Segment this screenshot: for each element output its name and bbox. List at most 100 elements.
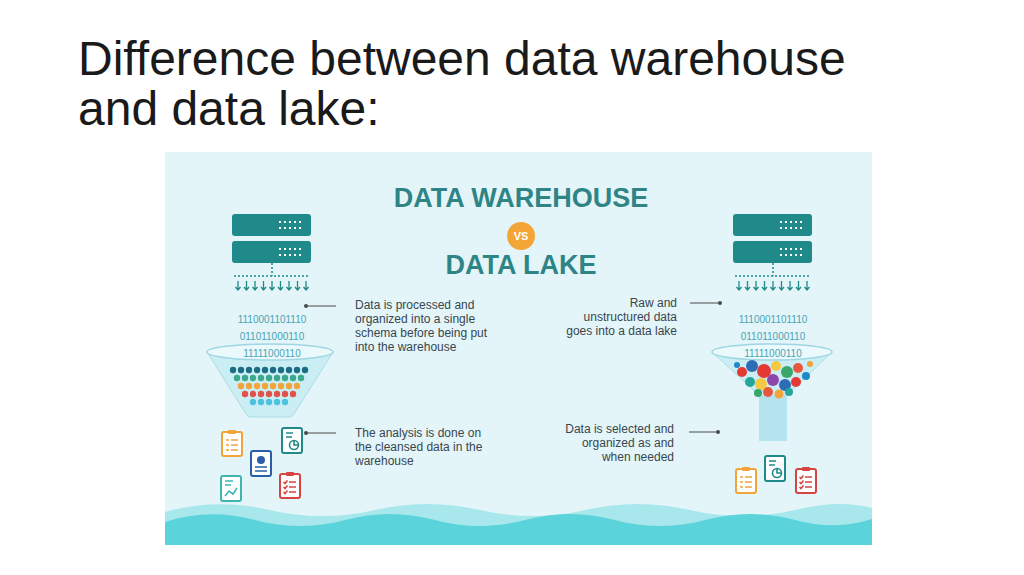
callout-text: The analysis is done on the cleansed dat… xyxy=(355,426,493,468)
warehouse-funnel xyxy=(246,383,252,389)
binary-text: 1110001101110 xyxy=(212,314,332,326)
server-icon xyxy=(780,248,805,250)
server-icon xyxy=(236,281,309,290)
warehouse-funnel xyxy=(286,383,292,389)
warehouse-funnel xyxy=(242,391,248,397)
document-icon xyxy=(282,428,302,453)
warehouse-funnel xyxy=(282,391,288,397)
document-icon xyxy=(255,467,267,471)
infographic-background xyxy=(165,152,872,545)
lake-funnel xyxy=(746,360,758,372)
document-icon xyxy=(226,440,238,450)
binary-text: 011011000110 xyxy=(713,331,833,343)
warehouse-funnel xyxy=(250,399,288,405)
warehouse-funnel xyxy=(282,375,288,381)
document-icon xyxy=(290,441,299,450)
document-icon xyxy=(221,476,241,501)
server-icon xyxy=(772,263,774,276)
wave xyxy=(165,504,872,545)
lake-funnel xyxy=(737,367,747,377)
lake-funnel xyxy=(767,374,779,386)
warehouse-funnel xyxy=(294,383,300,389)
document-icon xyxy=(280,472,300,498)
lake-funnel xyxy=(712,344,832,360)
document-icon xyxy=(777,469,782,474)
warehouse-funnel xyxy=(274,375,280,381)
document-icon xyxy=(286,472,294,476)
infographic-heading: DATA LAKE xyxy=(321,250,721,280)
document-icon xyxy=(800,476,813,489)
document-icon xyxy=(740,477,752,487)
document-icon xyxy=(765,456,785,481)
lake-funnel xyxy=(793,363,803,373)
server-icon xyxy=(737,281,810,290)
document-icon xyxy=(282,428,302,453)
document-icon xyxy=(796,469,816,493)
warehouse-funnel xyxy=(270,383,276,389)
document-icon xyxy=(257,456,265,464)
callout-text: Data is processed and organized into a s… xyxy=(355,298,493,354)
callout-text: Data is selected and organized as and wh… xyxy=(560,422,674,464)
document-icon xyxy=(221,476,241,501)
lake-funnel xyxy=(781,366,793,378)
server-icon xyxy=(735,275,811,277)
warehouse-funnel xyxy=(242,391,296,397)
callout-text: Raw and unstructured data goes into a da… xyxy=(563,296,677,338)
warehouse-funnel xyxy=(230,367,308,373)
warehouse-funnel xyxy=(266,391,272,397)
document-icon xyxy=(736,467,756,493)
document-icon xyxy=(294,441,299,446)
lake-funnel xyxy=(763,387,773,397)
warehouse-funnel xyxy=(278,383,284,389)
server-icon xyxy=(232,214,311,236)
warehouse-funnel xyxy=(238,383,244,389)
server-icon xyxy=(780,254,805,256)
warehouse-funnel xyxy=(266,399,272,405)
lake-funnel xyxy=(785,388,793,396)
warehouse-funnel xyxy=(207,344,333,360)
server-icon xyxy=(780,227,805,229)
lake-funnel xyxy=(734,362,740,368)
document-icon xyxy=(280,474,300,498)
warehouse-funnel xyxy=(286,367,292,373)
wave xyxy=(165,514,872,545)
wave xyxy=(165,504,872,545)
document-icon xyxy=(251,451,271,476)
warehouse-funnel xyxy=(234,375,240,381)
binary-text: 11111000110 xyxy=(713,348,833,360)
leader-line xyxy=(716,430,720,434)
infographic-background xyxy=(165,152,872,545)
document-icon xyxy=(765,456,785,481)
server-icon xyxy=(733,214,812,290)
server-icon xyxy=(232,214,311,290)
server-icon xyxy=(279,248,304,250)
document-icon xyxy=(222,432,242,456)
document-icon xyxy=(796,467,816,493)
warehouse-funnel xyxy=(254,383,260,389)
slide-title: Difference between data warehouse and da… xyxy=(78,34,928,134)
warehouse-funnel xyxy=(262,383,268,389)
infographic-heading: DATA WAREHOUSE xyxy=(321,183,721,213)
lake-funnel xyxy=(712,344,832,441)
server-icon xyxy=(234,275,310,277)
warehouse-funnel xyxy=(274,399,280,405)
document-icon xyxy=(225,481,233,485)
document-icon xyxy=(286,433,293,437)
warehouse-funnel xyxy=(290,391,296,397)
warehouse-funnel xyxy=(262,367,268,373)
server-icon xyxy=(279,227,304,229)
leader-line xyxy=(689,432,718,433)
document-icon xyxy=(736,469,756,493)
warehouse-funnel xyxy=(207,352,333,417)
document-icon xyxy=(742,467,750,471)
warehouse-funnel xyxy=(278,367,284,373)
document-icon xyxy=(225,488,237,496)
warehouse-funnel xyxy=(270,367,276,373)
warehouse-funnel xyxy=(238,367,244,373)
warehouse-funnel xyxy=(274,391,280,397)
badge-text: VS xyxy=(507,222,535,250)
warehouse-funnel xyxy=(258,391,264,397)
warehouse-funnel xyxy=(294,367,300,373)
warehouse-funnel xyxy=(242,375,248,381)
